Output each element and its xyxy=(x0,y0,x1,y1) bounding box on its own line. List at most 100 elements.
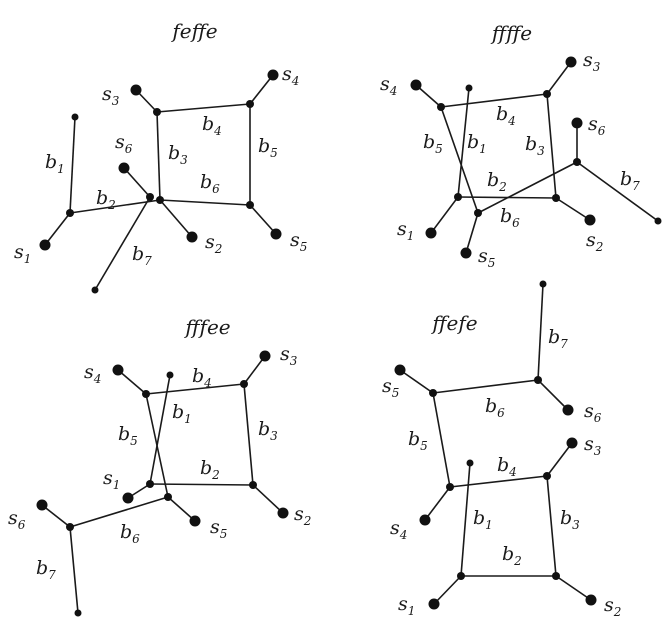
bond-end xyxy=(71,113,79,121)
label-s1: s1 xyxy=(398,593,415,618)
label-s1: s1 xyxy=(14,241,31,266)
label-s5: s5 xyxy=(478,245,495,270)
sphere-s5 xyxy=(189,515,201,527)
label-b2: b2 xyxy=(502,543,522,568)
vertex xyxy=(552,194,560,202)
bond-end xyxy=(91,286,99,294)
bond-end xyxy=(539,280,547,288)
vertex xyxy=(543,472,551,480)
sphere-s2 xyxy=(585,594,597,606)
label-b5: b5 xyxy=(408,428,428,453)
label-s2: s2 xyxy=(294,503,311,528)
sphere-s3 xyxy=(130,84,142,96)
vertex xyxy=(66,209,74,217)
sphere-s5 xyxy=(270,228,282,240)
vertex xyxy=(153,108,161,116)
labels: s3 s4 b4 b3 b5 s6 b6 b1 b2 s2 s5 s1 b7 xyxy=(14,63,307,268)
label-b6: b6 xyxy=(200,171,220,196)
sphere-s2 xyxy=(277,507,289,519)
label-b5: b5 xyxy=(258,135,278,160)
label-s6: s6 xyxy=(588,113,606,138)
edges xyxy=(44,74,277,291)
nodes xyxy=(394,280,597,610)
label-b1: b1 xyxy=(467,131,487,156)
label-b7: b7 xyxy=(548,326,568,351)
sphere-s3 xyxy=(565,56,577,68)
label-b4: b4 xyxy=(192,365,212,390)
diagram-title: ffffe xyxy=(490,21,532,45)
diagram-fffee: fffee xyxy=(8,315,311,617)
vertex xyxy=(164,493,172,501)
label-s4: s4 xyxy=(380,73,397,98)
label-b3: b3 xyxy=(525,133,545,158)
label-s2: s2 xyxy=(205,231,222,256)
label-b3: b3 xyxy=(258,418,278,443)
label-b1: b1 xyxy=(45,151,65,176)
nodes xyxy=(36,350,289,617)
labels: s4 s3 b4 s6 b5 b1 b3 b2 b7 b6 s1 s2 s5 xyxy=(380,49,640,270)
label-s3: s3 xyxy=(584,433,602,458)
sphere-s2 xyxy=(584,214,596,226)
vertex xyxy=(146,193,154,201)
edges xyxy=(41,355,284,614)
sphere-s2 xyxy=(186,231,198,243)
sphere-s4 xyxy=(410,79,422,91)
diagram-ffffe: ffffe xyxy=(380,21,662,270)
sphere-s1 xyxy=(39,239,51,251)
label-s3: s3 xyxy=(102,83,120,108)
vertex xyxy=(446,483,454,491)
sphere-s4 xyxy=(267,69,279,81)
vertex xyxy=(437,103,445,111)
diagram-title: fffee xyxy=(183,315,230,339)
label-b5: b5 xyxy=(423,131,443,156)
label-b2: b2 xyxy=(487,169,507,194)
vertex xyxy=(249,481,257,489)
label-b5: b5 xyxy=(118,423,138,448)
sphere-s5 xyxy=(460,247,472,259)
label-b4: b4 xyxy=(497,454,517,479)
label-s6: s6 xyxy=(115,131,133,156)
label-s2: s2 xyxy=(604,594,621,619)
vertex xyxy=(156,196,164,204)
label-s4: s4 xyxy=(282,63,299,88)
bond-end xyxy=(466,459,474,467)
vertex xyxy=(543,90,551,98)
label-s5: s5 xyxy=(382,375,399,400)
label-s5: s5 xyxy=(210,516,227,541)
label-s2: s2 xyxy=(586,229,603,254)
vertex xyxy=(246,100,254,108)
edges xyxy=(415,61,659,254)
label-s1: s1 xyxy=(397,218,414,243)
sphere-s1 xyxy=(122,492,134,504)
vertex xyxy=(457,572,465,580)
label-b6: b6 xyxy=(120,521,140,546)
labels: s4 s3 b4 b1 b3 b5 b2 s1 s2 s5 b6 s6 b7 xyxy=(8,343,311,582)
diagram-ffefe: ffefe xyxy=(382,280,621,619)
vertex xyxy=(573,158,581,166)
sphere-s5 xyxy=(394,364,406,376)
label-b7: b7 xyxy=(132,243,152,268)
sphere-s4 xyxy=(112,364,124,376)
label-b1: b1 xyxy=(473,507,493,532)
vertex xyxy=(454,193,462,201)
labels: b7 s5 b6 s6 b5 s3 b4 s4 b1 b3 b2 s1 s2 xyxy=(382,326,621,619)
diagram-title: feffe xyxy=(170,19,217,43)
label-s4: s4 xyxy=(390,517,407,542)
sphere-s6 xyxy=(118,162,130,174)
bond-end xyxy=(465,84,473,92)
nodes xyxy=(39,69,282,294)
vertex xyxy=(474,209,482,217)
label-s3: s3 xyxy=(583,49,601,74)
label-b2: b2 xyxy=(200,457,220,482)
label-b3: b3 xyxy=(168,142,188,167)
label-s6: s6 xyxy=(8,507,26,532)
vertex xyxy=(246,201,254,209)
sphere-s1 xyxy=(428,598,440,610)
label-b1: b1 xyxy=(172,401,192,426)
sphere-s4 xyxy=(419,514,431,526)
sphere-s1 xyxy=(425,227,437,239)
bond-end xyxy=(166,371,174,379)
label-b2: b2 xyxy=(96,187,116,212)
diagram-title: ffefe xyxy=(430,311,477,335)
